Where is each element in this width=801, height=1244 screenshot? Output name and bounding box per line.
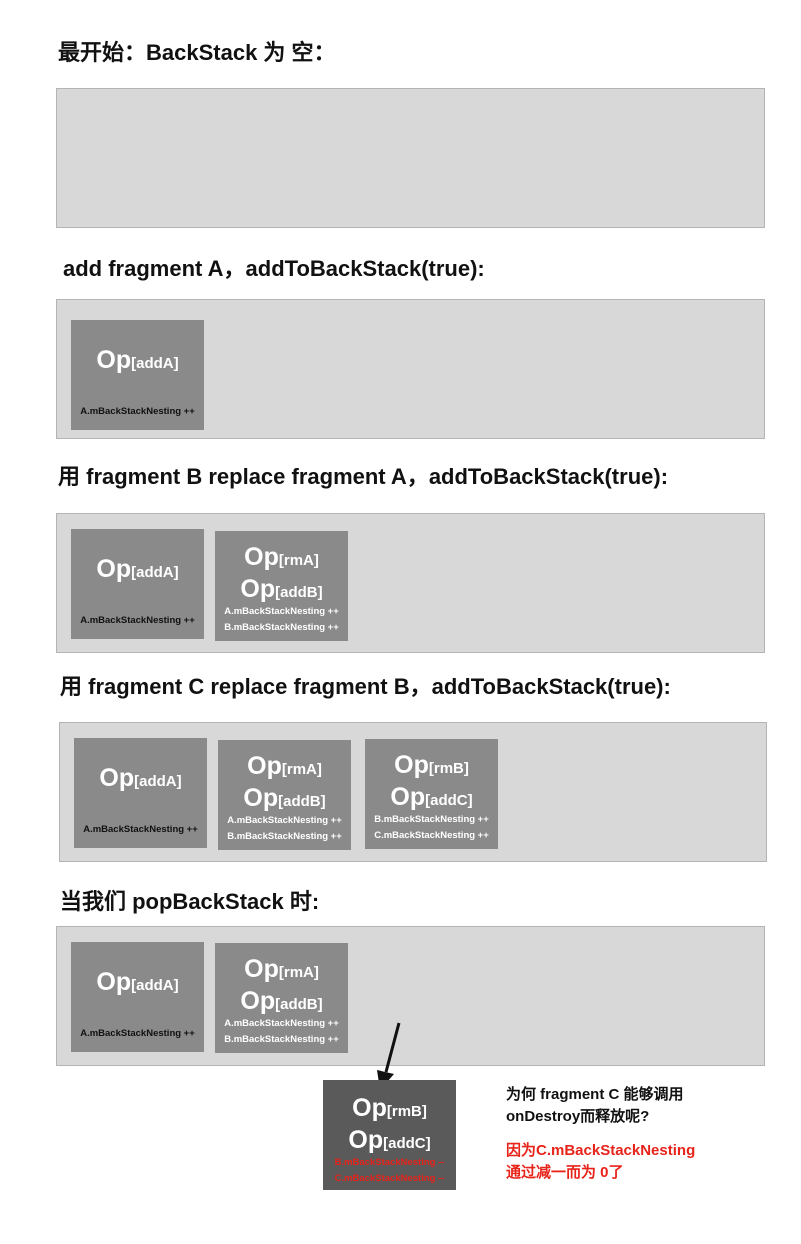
op-line: Op[addA]	[96, 555, 179, 583]
op-box-rm-a-add-b: Op[rmA] Op[addB] A.mBackStackNesting ++ …	[218, 740, 351, 850]
op-box-rm-a-add-b: Op[rmA] Op[addB] A.mBackStackNesting ++ …	[215, 531, 348, 641]
nesting-label: B.mBackStackNesting ++	[224, 1034, 339, 1045]
backstack-panel-replace-b: Op[addA] A.mBackStackNesting ++ Op[rmA] …	[59, 722, 767, 862]
op-line: Op[rmA]	[244, 955, 319, 983]
op-line: Op[addB]	[243, 784, 326, 812]
note-question: 为何 fragment C 能够调用 onDestroy而释放呢?	[506, 1086, 684, 1125]
nesting-label: B.mBackStackNesting ++	[374, 814, 489, 825]
op-line: Op[rmA]	[244, 543, 319, 571]
note-answer: 因为C.mBackStackNesting 通过减一而为 0了	[506, 1142, 696, 1181]
nesting-label: B.mBackStackNesting ++	[224, 622, 339, 633]
nesting-label: B.mBackStackNesting ++	[227, 831, 342, 842]
op-box-rm-a-add-b: Op[rmA] Op[addB] A.mBackStackNesting ++ …	[215, 943, 348, 1053]
nesting-label: A.mBackStackNesting ++	[224, 1018, 339, 1029]
nesting-label: A.mBackStackNesting ++	[83, 824, 198, 835]
op-line: Op[rmB]	[394, 751, 469, 779]
nesting-label: A.mBackStackNesting ++	[80, 406, 195, 417]
nesting-label: B.mBackStackNesting --	[334, 1157, 445, 1168]
nesting-label: C.mBackStackNesting ++	[374, 830, 489, 841]
op-line: Op[addA]	[99, 764, 182, 792]
backstack-panel-pop: Op[addA] A.mBackStackNesting ++ Op[rmA] …	[56, 926, 765, 1066]
op-line: Op[rmA]	[247, 752, 322, 780]
section-heading-replace-b: 用 fragment C replace fragment B，addToBac…	[60, 674, 671, 699]
backstack-panel-initial	[56, 88, 765, 228]
backstack-panel-add-a: Op[addA] A.mBackStackNesting ++	[56, 299, 765, 439]
op-box-add-a: Op[addA] A.mBackStackNesting ++	[74, 738, 207, 848]
nesting-label: C.mBackStackNesting --	[334, 1173, 445, 1184]
op-line: Op[addB]	[240, 987, 323, 1015]
op-line: Op[addC]	[348, 1126, 431, 1154]
nesting-label: A.mBackStackNesting ++	[227, 815, 342, 826]
op-line: Op[addA]	[96, 346, 179, 374]
section-heading-initial: 最开始：BackStack 为 空：	[58, 40, 336, 65]
op-line: Op[addC]	[390, 783, 473, 811]
section-heading-pop: 当我们 popBackStack 时:	[60, 889, 320, 914]
nesting-label: A.mBackStackNesting ++	[80, 615, 195, 626]
op-box-rm-b-add-c: Op[rmB] Op[addC] B.mBackStackNesting ++ …	[365, 739, 498, 849]
op-box-add-a: Op[addA] A.mBackStackNesting ++	[71, 942, 204, 1052]
op-box-add-a: Op[addA] A.mBackStackNesting ++	[71, 320, 204, 430]
section-heading-replace-a: 用 fragment B replace fragment A，addToBac…	[58, 464, 669, 489]
nesting-label: A.mBackStackNesting ++	[80, 1028, 195, 1039]
section-heading-add-a: add fragment A，addToBackStack(true):	[63, 256, 485, 281]
op-line: Op[addB]	[240, 575, 323, 603]
popped-op-box-rm-b-add-c: Op[rmB] Op[addC] B.mBackStackNesting -- …	[323, 1080, 456, 1190]
op-box-add-a: Op[addA] A.mBackStackNesting ++	[71, 529, 204, 639]
op-line: Op[rmB]	[352, 1094, 427, 1122]
nesting-label: A.mBackStackNesting ++	[224, 606, 339, 617]
op-line: Op[addA]	[96, 968, 179, 996]
backstack-panel-replace-a: Op[addA] A.mBackStackNesting ++ Op[rmA] …	[56, 513, 765, 653]
